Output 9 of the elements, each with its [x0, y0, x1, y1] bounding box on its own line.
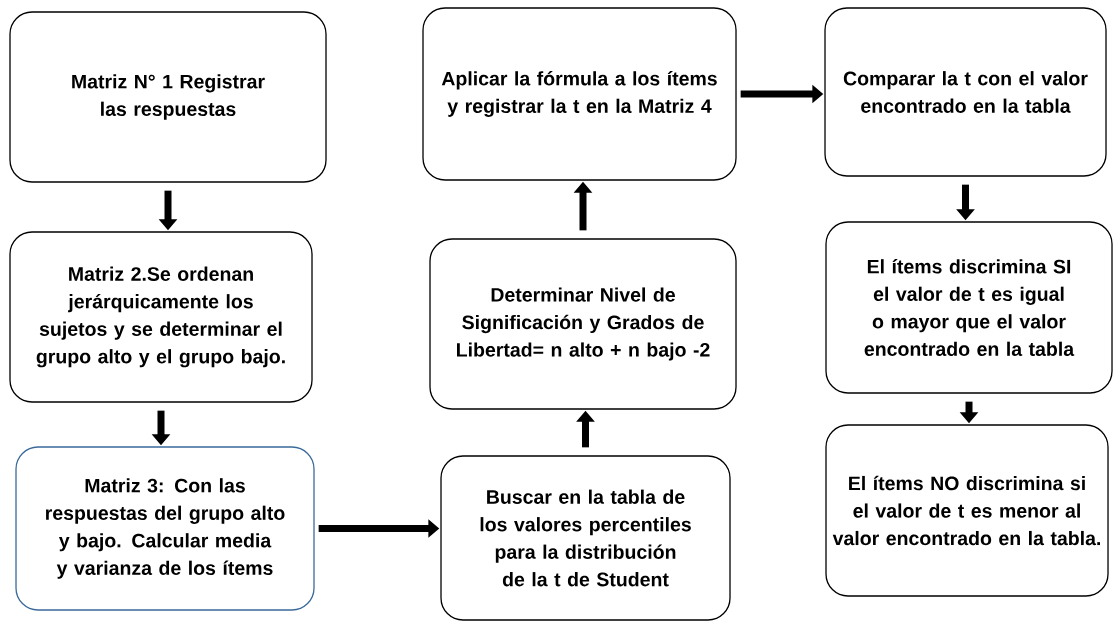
- process-box: Comparar la t con el valor encontrado en la tabla: [824, 7, 1107, 177]
- process-box: Matriz 3: Con las respuestas del grupo alto y bajo. Calcular media y varianza de los ítems: [15, 446, 315, 611]
- process-box: Aplicar la fórmula a los ítems y registrar la t en la Matriz 4: [422, 7, 737, 181]
- process-box: El ítems NO discrimina si el valor de t es menor al valor encontrado en la tabla.: [825, 424, 1109, 597]
- process-box: El ítems discrimina SI el valor de t es igual o mayor que el valor encontrado en la tabla: [825, 221, 1113, 394]
- process-box: Determinar Nivel de Significación y Grados de Libertad= n alto + n bajo -2: [429, 238, 737, 410]
- process-box: Matriz N° 1 Registrar las respuestas: [9, 11, 327, 183]
- process-box: Buscar en la tabla de los valores percentiles para la distribución de la t de Student: [440, 455, 731, 621]
- process-box: Matriz 2.Se ordenan jerárquicamente los sujetos y se determinar el grupo alto y el grupo bajo.: [9, 231, 313, 403]
